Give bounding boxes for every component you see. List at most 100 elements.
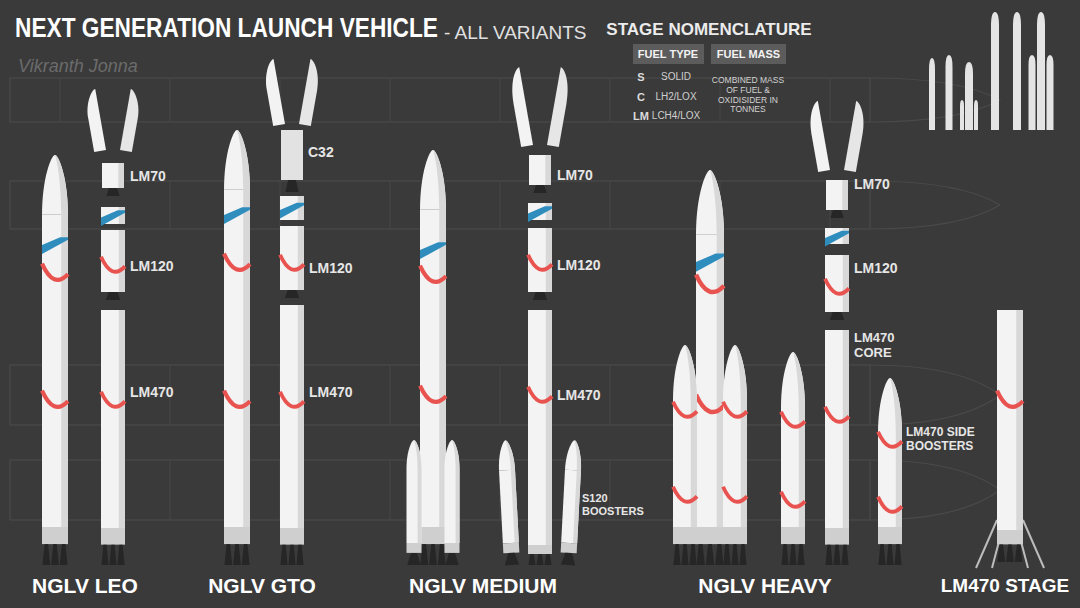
engine-bell bbox=[51, 544, 59, 565]
engine-skirt bbox=[503, 543, 519, 554]
engine-bell bbox=[706, 544, 714, 565]
c32-stage bbox=[281, 130, 303, 180]
engine-skirt bbox=[878, 527, 902, 544]
stage-nozzle bbox=[285, 180, 298, 192]
blue-band bbox=[528, 206, 552, 222]
nose-shade bbox=[55, 155, 68, 215]
stage-label: LM120 bbox=[854, 260, 898, 276]
stage-label: LM120 bbox=[130, 258, 174, 274]
blueprint-line bbox=[500, 78, 501, 122]
red-swoosh bbox=[781, 412, 805, 427]
nose-cone bbox=[565, 440, 583, 471]
engine-skirt bbox=[42, 527, 68, 544]
legend-header-text: FUEL MASS bbox=[717, 44, 780, 64]
variant-name: LM470 STAGE bbox=[941, 575, 1069, 597]
nglv-leo bbox=[42, 89, 143, 565]
red-swoosh bbox=[280, 255, 304, 270]
engine-bell bbox=[841, 545, 848, 565]
stage-shade bbox=[691, 400, 697, 527]
silhouette-rocket bbox=[1047, 55, 1054, 130]
blueprint-line bbox=[170, 460, 171, 520]
fairing-shell bbox=[547, 67, 573, 147]
stage-label: LM470 SIDE BOOSTERS bbox=[906, 426, 990, 454]
silhouette-rocket bbox=[960, 100, 964, 130]
blueprint-line bbox=[390, 181, 391, 229]
stage-body bbox=[420, 210, 446, 527]
nose-shade bbox=[735, 345, 747, 400]
legend-text: LCH4/LOX bbox=[652, 110, 700, 122]
fairing-half bbox=[806, 101, 830, 172]
stage-label: LM70 bbox=[854, 176, 890, 192]
engine-skirt bbox=[673, 527, 697, 544]
legend-header-box: FUEL MASS bbox=[711, 44, 786, 64]
engine-bell bbox=[233, 544, 241, 565]
engine-bell bbox=[825, 545, 832, 565]
nose-cone bbox=[497, 440, 515, 471]
blue-band bbox=[101, 210, 125, 226]
engine-bell bbox=[288, 545, 295, 565]
stage-shade bbox=[546, 228, 552, 292]
fairing-shell bbox=[120, 89, 143, 152]
variant-name: NGLV LEO bbox=[32, 574, 138, 598]
stage-nozzle bbox=[285, 290, 299, 298]
engine-skirt bbox=[696, 527, 724, 544]
red-swoosh bbox=[878, 432, 902, 447]
stage-body bbox=[696, 234, 724, 527]
blue-band bbox=[696, 254, 724, 272]
stage-body bbox=[529, 155, 551, 185]
stage-nozzle bbox=[106, 292, 120, 300]
blue-band bbox=[224, 207, 250, 224]
stage-shade bbox=[418, 468, 422, 543]
engine-bell bbox=[117, 545, 124, 565]
stage-shade bbox=[717, 234, 724, 527]
stage-shade bbox=[243, 190, 250, 527]
nose-shade bbox=[452, 440, 460, 468]
red-swoosh bbox=[528, 255, 552, 270]
stage-nozzle bbox=[533, 292, 547, 300]
stage-shade bbox=[546, 310, 552, 545]
nose-cone bbox=[42, 155, 68, 215]
fairing-shell bbox=[844, 101, 868, 172]
silhouette-rocket bbox=[1037, 12, 1045, 130]
blueprint-line bbox=[170, 181, 171, 229]
engine-bell bbox=[696, 544, 704, 565]
fairing-shell bbox=[299, 59, 322, 126]
stage-shade bbox=[741, 400, 747, 527]
engine-bell bbox=[797, 544, 804, 565]
nose-shade bbox=[890, 378, 902, 433]
nose-cone bbox=[407, 440, 422, 468]
engine-bell bbox=[101, 545, 108, 565]
stage-body bbox=[407, 468, 422, 543]
nglv-heavy bbox=[673, 101, 902, 565]
engine-bell bbox=[420, 544, 428, 565]
legend-text: LH2/LOX bbox=[655, 91, 696, 103]
blueprint-line bbox=[610, 181, 611, 229]
engine-skirt bbox=[445, 543, 460, 553]
s120-booster bbox=[497, 440, 520, 566]
stage-body bbox=[825, 255, 849, 312]
stage-nozzle bbox=[830, 210, 843, 218]
nose-shade bbox=[793, 352, 805, 407]
stage-shade bbox=[1016, 310, 1023, 530]
engine-bell bbox=[224, 544, 232, 565]
stage-label: LM470 bbox=[557, 387, 601, 403]
size-silhouettes bbox=[929, 12, 1054, 130]
red-swoosh bbox=[696, 395, 724, 413]
stage-body bbox=[673, 400, 697, 527]
nose-cone bbox=[723, 345, 747, 400]
stage-shade bbox=[456, 468, 460, 543]
lm470-stage bbox=[976, 310, 1044, 568]
stage-label: LM120 bbox=[557, 257, 601, 273]
engine-bell bbox=[878, 544, 885, 565]
legend-text: - ALL VARIANTS bbox=[444, 22, 587, 44]
nose-cone bbox=[878, 378, 902, 433]
fairing-shell bbox=[806, 101, 830, 172]
blueprint-line bbox=[390, 78, 391, 122]
stage-label: C32 bbox=[308, 144, 334, 160]
engine-bell bbox=[242, 544, 250, 565]
blue-band bbox=[42, 237, 68, 254]
stage-label: LM70 bbox=[130, 168, 166, 184]
stage-shade bbox=[545, 155, 551, 185]
stage-body bbox=[561, 470, 581, 544]
blue-band bbox=[280, 203, 304, 219]
